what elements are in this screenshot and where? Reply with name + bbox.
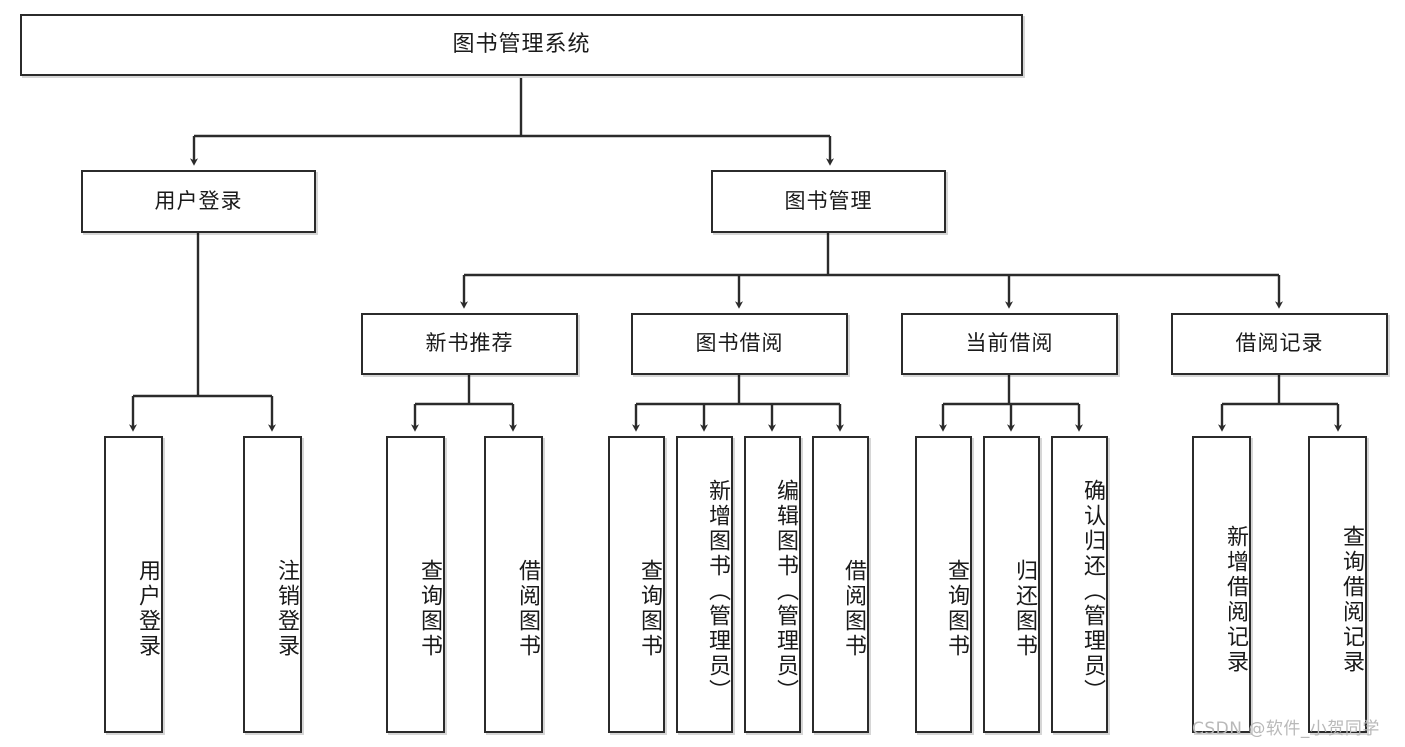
node-book-borrow[interactable]: 图书借阅 <box>631 313 848 375</box>
node-user-login[interactable]: 用户登录 <box>81 170 316 233</box>
node-new-book-recommend[interactable]: 新书推荐 <box>361 313 578 375</box>
node-current-borrow[interactable]: 当前借阅 <box>901 313 1118 375</box>
leaf-borrow-book-recommend[interactable]: 借阅图书 <box>484 436 543 733</box>
leaf-edit-book-admin[interactable]: 编辑图书（管理员） <box>744 436 801 733</box>
csdn-watermark: CSDN @软件_小贺同学 <box>1192 719 1380 739</box>
leaf-query-book-recommend[interactable]: 查询图书 <box>386 436 445 733</box>
leaf-user-login[interactable]: 用户登录 <box>104 436 163 733</box>
leaf-query-book-current[interactable]: 查询图书 <box>915 436 972 733</box>
node-borrow-record[interactable]: 借阅记录 <box>1171 313 1388 375</box>
leaf-logout-login[interactable]: 注销登录 <box>243 436 302 733</box>
leaf-return-book[interactable]: 归还图书 <box>983 436 1040 733</box>
leaf-add-borrow-record[interactable]: 新增借阅记录 <box>1192 436 1251 733</box>
leaf-confirm-return-admin[interactable]: 确认归还（管理员） <box>1051 436 1108 733</box>
leaf-query-borrow-record[interactable]: 查询借阅记录 <box>1308 436 1367 733</box>
node-root-book-management-system[interactable]: 图书管理系统 <box>20 14 1023 76</box>
leaf-add-book-admin[interactable]: 新增图书（管理员） <box>676 436 733 733</box>
leaf-query-book-borrow[interactable]: 查询图书 <box>608 436 665 733</box>
leaf-borrow-book[interactable]: 借阅图书 <box>812 436 869 733</box>
node-book-management[interactable]: 图书管理 <box>711 170 946 233</box>
